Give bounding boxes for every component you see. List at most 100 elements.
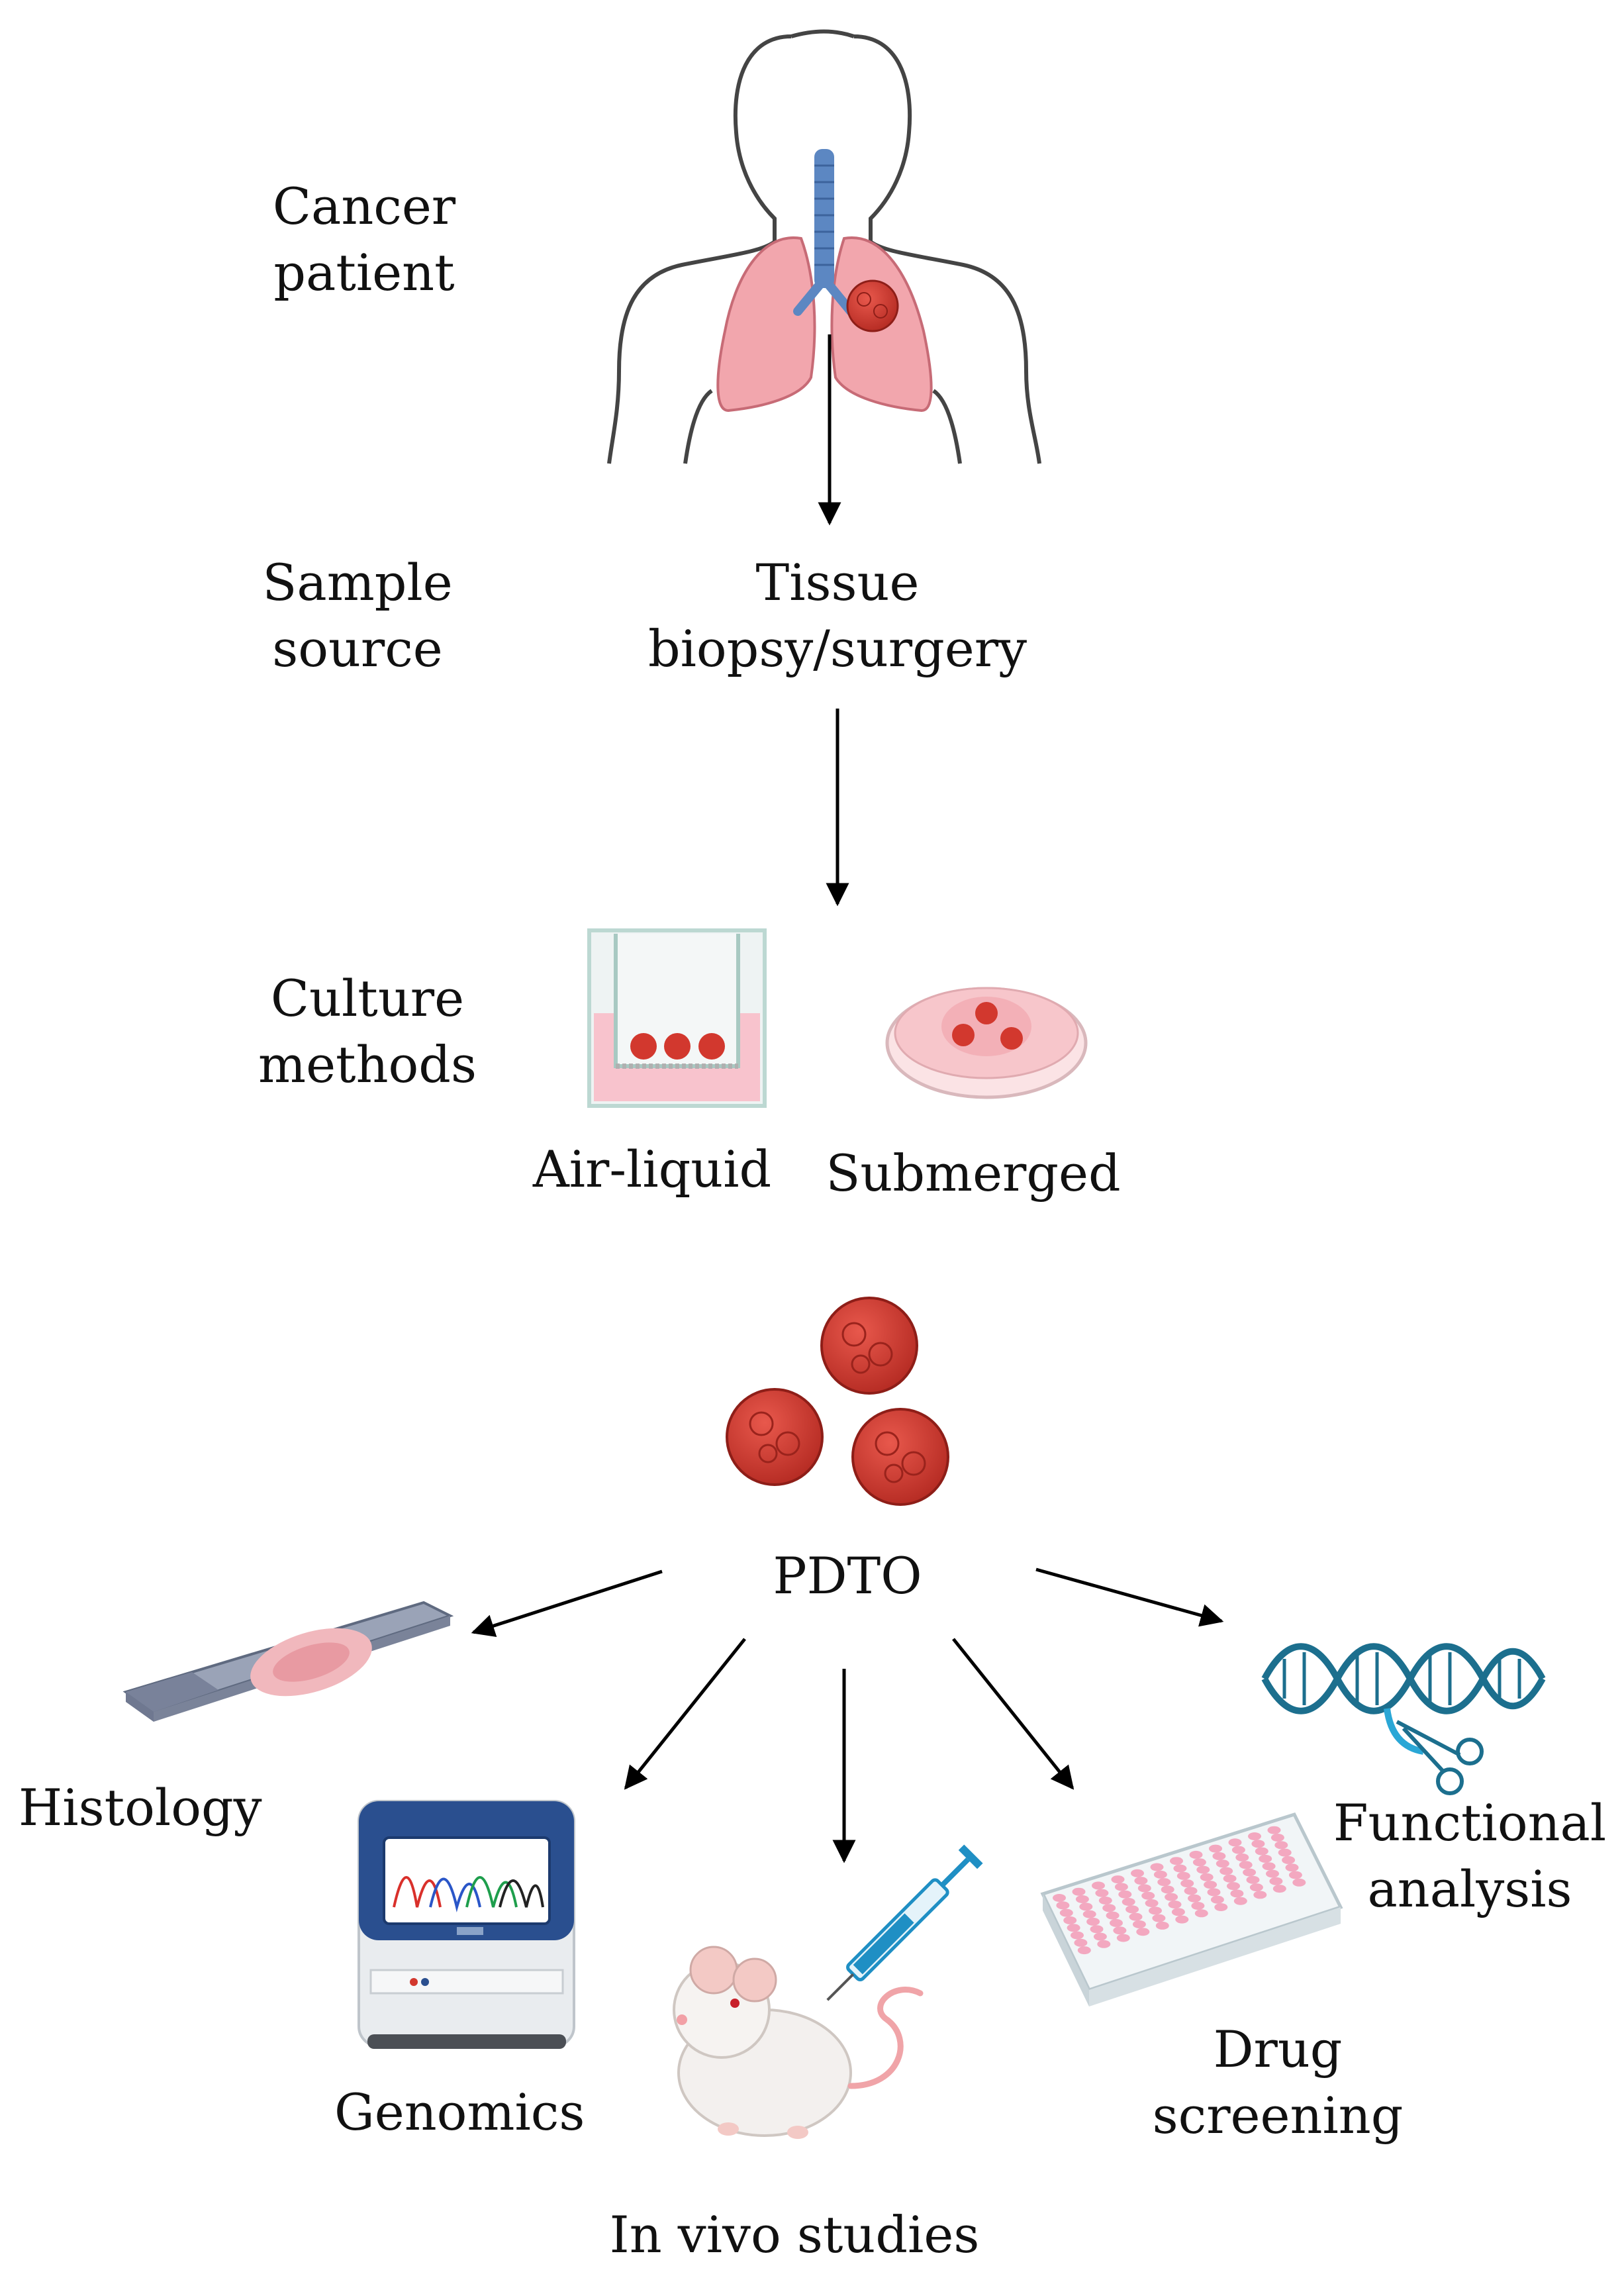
plate-well	[1204, 1881, 1218, 1889]
plate-well	[1095, 1889, 1109, 1897]
plate-well	[1129, 1912, 1143, 1921]
arrow-pdto-to-functional	[1035, 1567, 1224, 1627]
plate-well	[1235, 1853, 1249, 1861]
node-submerged: Submerged	[826, 1144, 1121, 1203]
plate-well	[1253, 1891, 1267, 1899]
plate-well	[1191, 1902, 1205, 1910]
plate-well	[1216, 1859, 1229, 1868]
app-drug-screening: Drug screening	[1139, 2016, 1417, 2149]
mouse-with-syringe-icon	[673, 1844, 983, 2139]
plate-well	[1141, 1891, 1155, 1900]
app-in-vivo: In vivo studies	[609, 2205, 980, 2264]
plate-well	[1145, 1899, 1159, 1907]
plate-well	[1075, 1895, 1089, 1903]
plate-well	[1228, 1838, 1242, 1847]
human-body-icon	[607, 29, 1041, 464]
plate-well	[1098, 1897, 1112, 1905]
plate-well	[1114, 1883, 1128, 1891]
app-drug-line2: screening	[1152, 2086, 1404, 2145]
plate-well	[1155, 1921, 1169, 1930]
plate-well	[1194, 1909, 1208, 1918]
transwell-insert-icon	[587, 928, 767, 1108]
plate-well	[1246, 1875, 1260, 1884]
plate-well	[1196, 1865, 1210, 1874]
plate-well	[1259, 1854, 1272, 1863]
dna-crispr-icon	[1261, 1643, 1546, 1795]
app-functional-line2: analysis	[1367, 1859, 1572, 1918]
plate-well	[1137, 1884, 1151, 1893]
plate-well	[1278, 1848, 1292, 1857]
app-genomics: Genomics	[334, 2083, 585, 2142]
plate-well	[1248, 1832, 1261, 1840]
plate-well	[1192, 1858, 1206, 1867]
plate-well	[1082, 1910, 1096, 1918]
plate-well	[1168, 1901, 1182, 1908]
node-pdto: PDTO	[773, 1546, 922, 1605]
plate-well	[1113, 1926, 1127, 1935]
plate-well	[1111, 1875, 1125, 1884]
plate-well	[1266, 1869, 1279, 1878]
plate-well	[1209, 1844, 1222, 1853]
plate-well	[1157, 1878, 1171, 1887]
row-label-culture: Culture methods	[245, 966, 490, 1098]
plate-well	[1282, 1856, 1296, 1864]
plate-well	[1059, 1908, 1073, 1917]
plate-well	[1212, 1852, 1226, 1860]
plate-well	[1110, 1918, 1123, 1927]
plate-well	[1090, 1925, 1104, 1934]
app-functional-analysis: Functional analysis	[1331, 1790, 1609, 1922]
plate-well	[1270, 1834, 1284, 1842]
app-drug-line1: Drug	[1213, 2020, 1343, 2079]
petri-dish-icon	[885, 987, 1088, 1099]
plate-well	[1053, 1894, 1066, 1902]
plate-well	[1219, 1867, 1233, 1875]
plate-well	[1072, 1887, 1086, 1896]
plate-well	[1243, 1868, 1257, 1877]
plate-well	[1171, 1908, 1185, 1916]
app-histology: Histology	[19, 1778, 262, 1837]
plate-well	[1152, 1914, 1166, 1922]
node-air-liquid: Air-liquid	[532, 1140, 772, 1199]
node-tissue-line2: biopsy/surgery	[647, 619, 1027, 678]
plate-well	[1074, 1938, 1088, 1947]
plate-well	[1214, 1903, 1228, 1911]
plate-well	[1125, 1905, 1139, 1914]
plate-well	[1176, 1871, 1190, 1880]
plate-well	[1063, 1916, 1077, 1924]
plate-well	[1132, 1920, 1146, 1928]
row-label-sample-line1: Sample	[262, 553, 453, 612]
plate-well	[1067, 1924, 1080, 1932]
plate-well	[1239, 1861, 1253, 1869]
sequencer-icon	[358, 1800, 575, 2049]
plate-well	[1102, 1904, 1116, 1912]
plate-well	[1134, 1877, 1148, 1885]
plate-well	[1210, 1895, 1224, 1904]
plate-well	[1136, 1928, 1150, 1936]
plate-well	[1097, 1940, 1111, 1948]
plate-well	[1267, 1826, 1281, 1834]
row-label-patient-line2: patient	[273, 243, 455, 302]
plate-well	[1056, 1901, 1070, 1910]
plate-well	[1093, 1932, 1107, 1941]
plate-well	[1231, 1846, 1245, 1854]
plate-well	[1288, 1871, 1302, 1879]
plate-well	[1184, 1887, 1198, 1895]
plate-well	[1262, 1862, 1276, 1871]
arrow-pdto-to-genomics	[624, 1638, 746, 1790]
plate-well	[1227, 1882, 1240, 1891]
plate-well	[1079, 1903, 1093, 1911]
plate-well	[1165, 1893, 1178, 1901]
plate-well	[1116, 1934, 1130, 1942]
node-tissue-line1: Tissue	[755, 553, 920, 612]
plate-well	[1170, 1857, 1183, 1865]
row-label-sample-line2: source	[272, 619, 443, 678]
plate-well	[1188, 1894, 1201, 1903]
plate-well	[1150, 1863, 1164, 1871]
plate-well	[1122, 1898, 1135, 1906]
plate-well	[1086, 1917, 1100, 1926]
plate-well	[1173, 1864, 1187, 1873]
histology-slide-icon	[122, 1601, 454, 1722]
plate-well	[1077, 1946, 1091, 1955]
plate-well	[1106, 1911, 1120, 1920]
